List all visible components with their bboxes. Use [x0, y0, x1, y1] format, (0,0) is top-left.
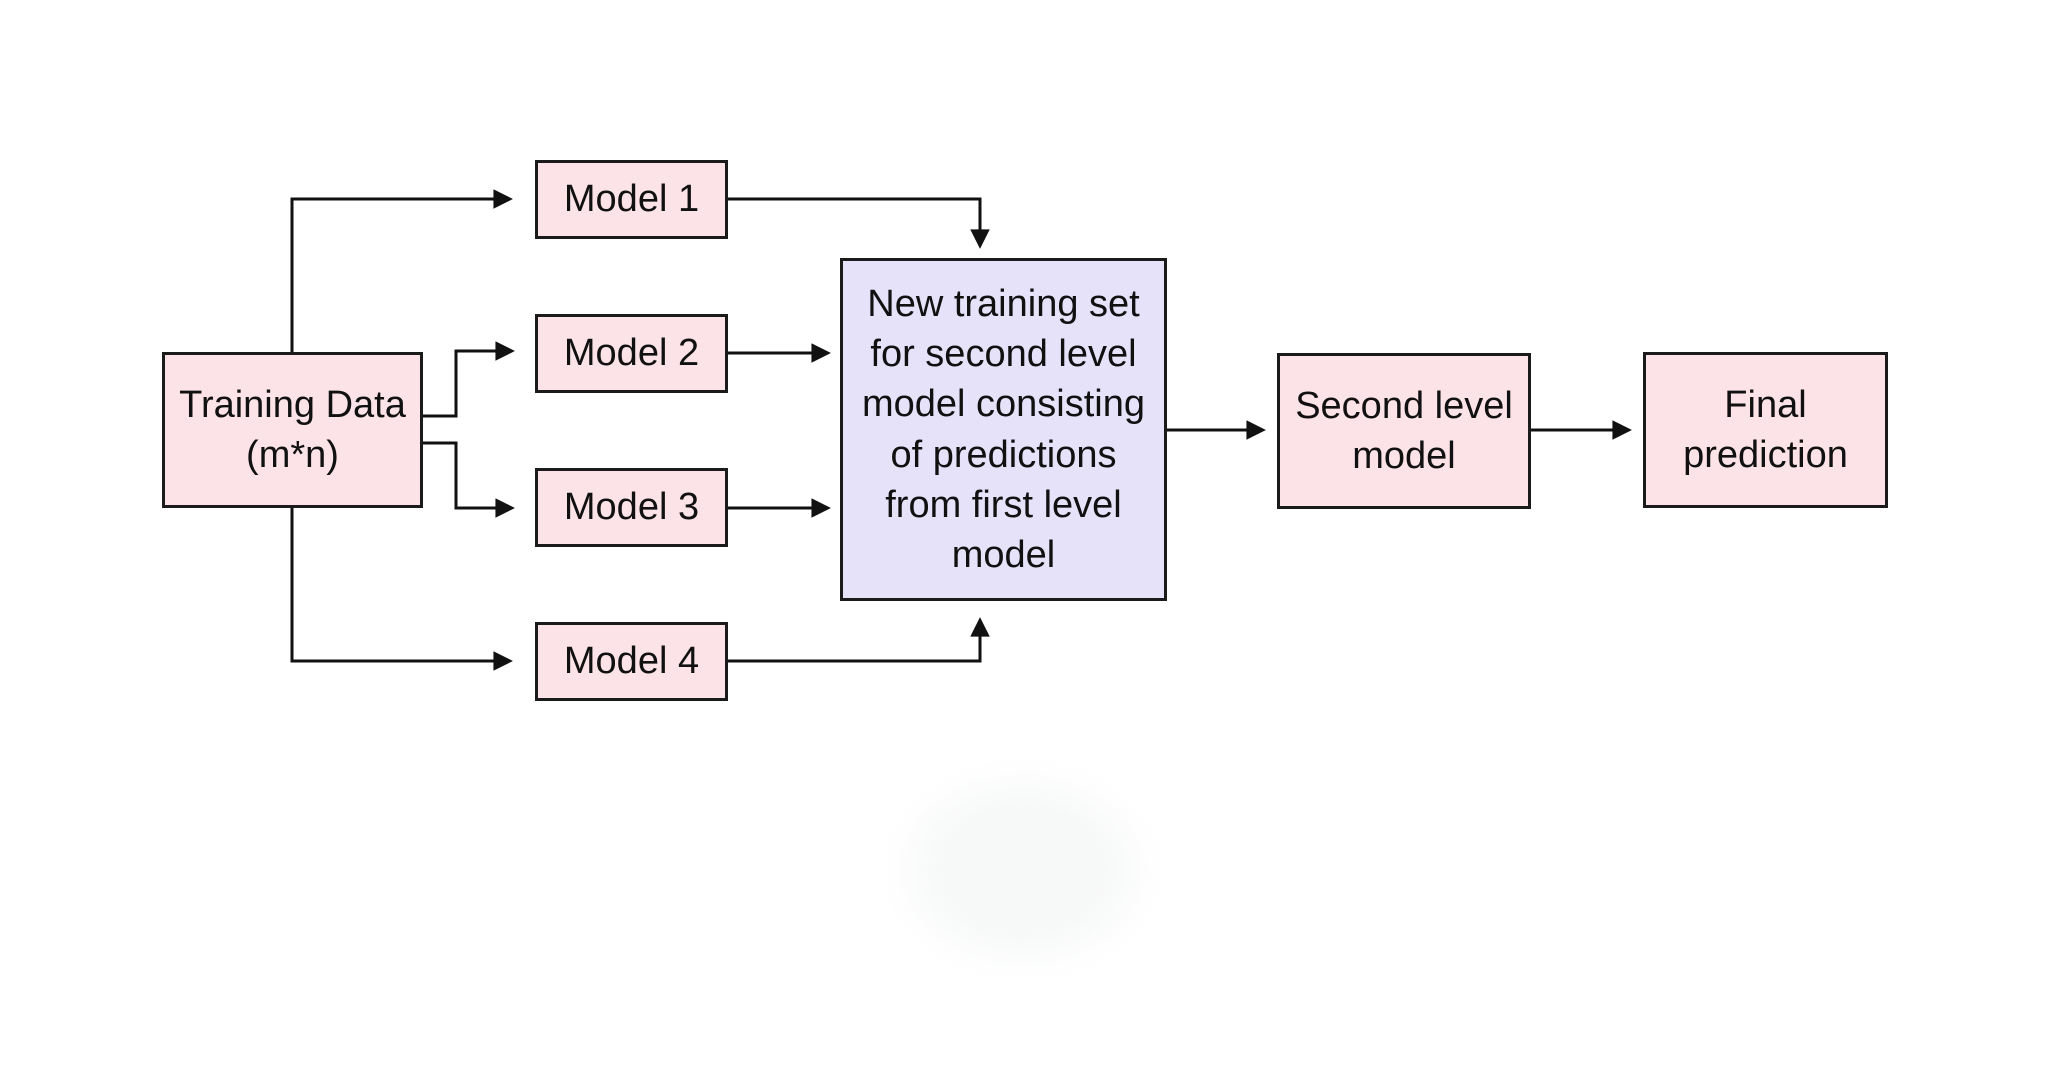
arrow-training-to-model-4	[290, 508, 513, 671]
node-model-1: Model 1	[535, 160, 728, 239]
arrow-model-1-to-new-training-set	[728, 197, 990, 249]
node-training-data: Training Data (m*n)	[162, 352, 423, 508]
watermark-smudge	[885, 762, 1160, 977]
node-model-2: Model 2	[535, 314, 728, 393]
node-final-prediction: Final prediction	[1643, 352, 1888, 508]
node-model-4: Model 4	[535, 622, 728, 701]
second-level-model-label: Second level model	[1295, 384, 1513, 477]
arrow-model-4-to-new-training-set	[728, 617, 990, 663]
model-3-label: Model 3	[563, 486, 700, 529]
arrow-training-to-model-3	[422, 441, 515, 518]
node-second-level-model: Second level model	[1277, 353, 1531, 509]
model-2-label: Model 2	[563, 332, 700, 375]
node-new-training-set: New training set for second level model …	[840, 258, 1167, 601]
model-1-label: Model 1	[563, 178, 700, 221]
model-4-label: Model 4	[563, 640, 700, 683]
final-prediction-label: Final prediction	[1683, 383, 1848, 476]
new-training-set-label: New training set for second level model …	[861, 283, 1146, 576]
node-model-3: Model 3	[535, 468, 728, 547]
arrow-training-to-model-1	[290, 189, 513, 352]
training-data-label: Training Data (m*n)	[179, 383, 406, 476]
arrow-training-to-model-2	[422, 341, 515, 418]
